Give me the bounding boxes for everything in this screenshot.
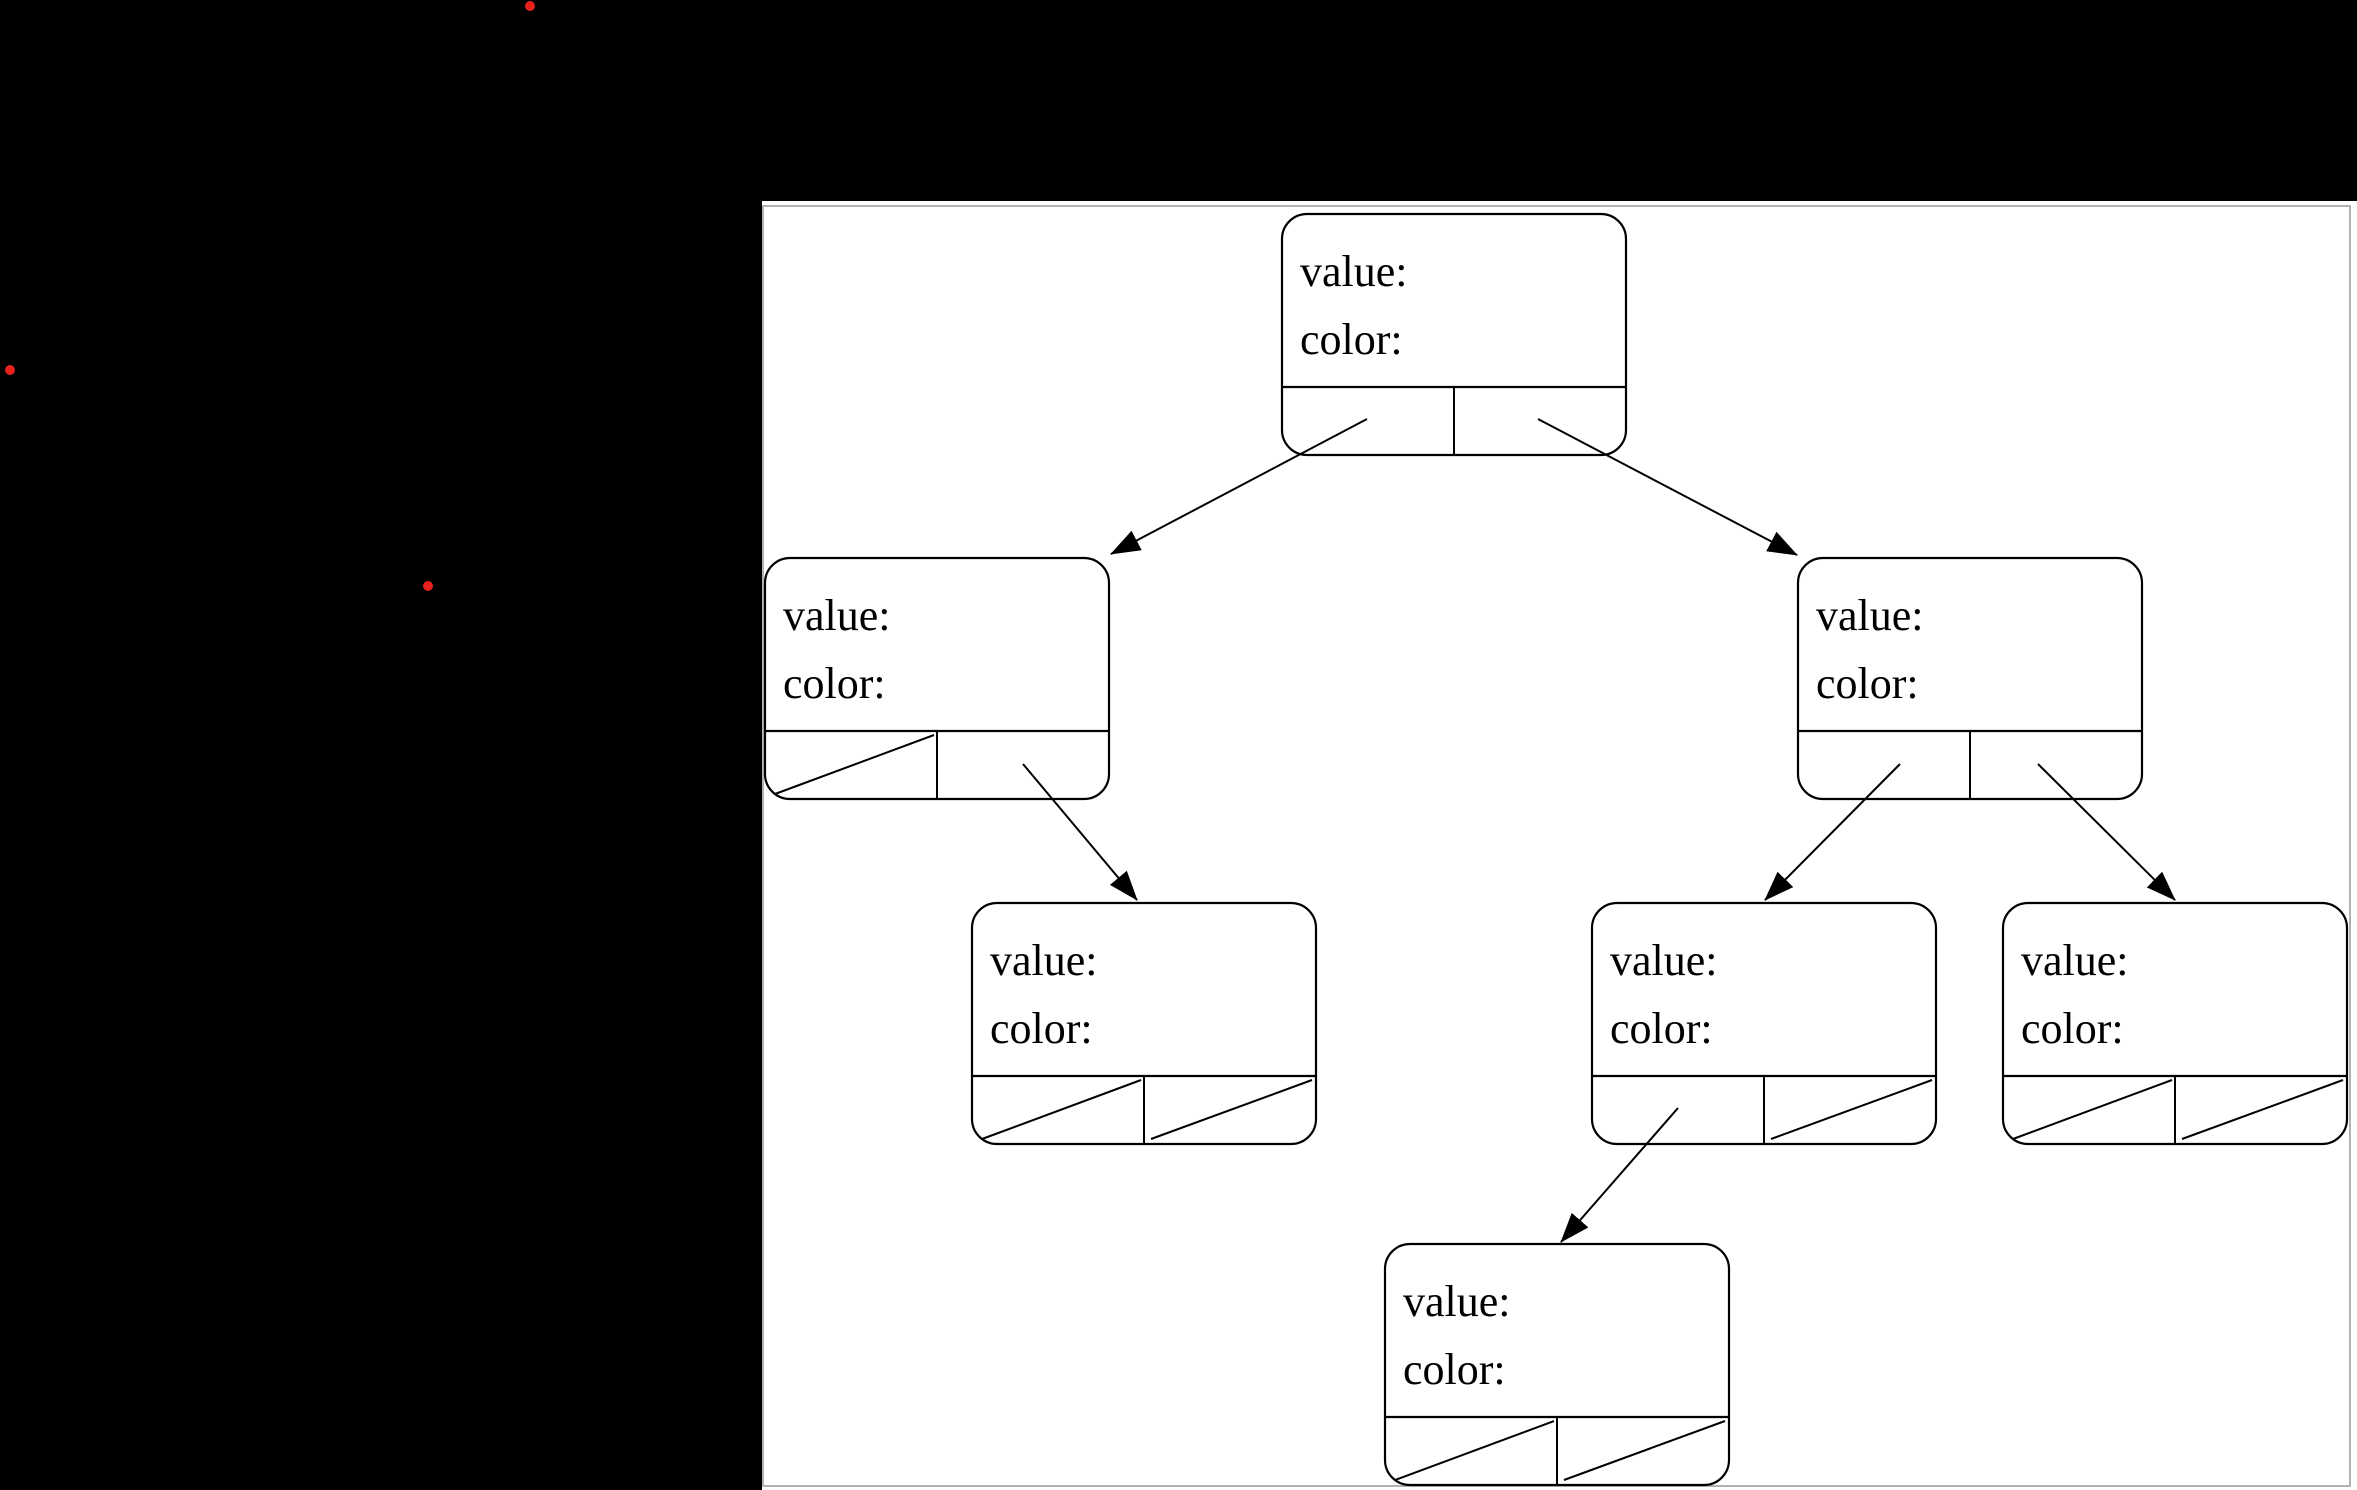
node-label-value: value:	[2021, 936, 2129, 985]
null-slash-left	[1394, 1420, 1555, 1481]
node-label-value: value:	[783, 591, 891, 640]
node-label-value: value:	[1403, 1277, 1511, 1326]
null-slash-left	[981, 1079, 1142, 1140]
null-slash-right	[1770, 1079, 1933, 1140]
node-label-value: value:	[1816, 591, 1924, 640]
node-label-color: color:	[990, 1004, 1093, 1053]
edge-root-left	[1110, 418, 1368, 555]
edge-right-to-middle	[1764, 763, 1901, 901]
null-slash-right	[1150, 1079, 1313, 1140]
diagram-panel: value:color:value:color:value:color:valu…	[762, 201, 2357, 1490]
node-root: value: color:	[1280, 212, 1628, 457]
node-bottom: value: color:	[1383, 1242, 1731, 1487]
node-label-value: value:	[990, 936, 1098, 985]
red-dot	[423, 581, 433, 591]
node-label-color: color:	[1300, 315, 1403, 364]
node-label-color: color:	[783, 659, 886, 708]
node-label-color: color:	[2021, 1004, 2124, 1053]
node-label-value: value:	[1610, 936, 1718, 985]
node-left-right-grandchild: value: color:	[970, 901, 1318, 1146]
tree-diagram: value:color:value:color:value:color:valu…	[763, 212, 2349, 1487]
node-left-child: value: color:	[763, 556, 1111, 801]
null-slash-left	[774, 734, 935, 795]
edge-root-right	[1537, 418, 1798, 556]
null-slash-left	[2012, 1079, 2173, 1140]
node-right-left-grandchild: value: color:	[1590, 901, 1938, 1146]
node-label-value: value:	[1300, 247, 1408, 296]
node-label-color: color:	[1816, 659, 1919, 708]
node-right-child: value: color:	[1796, 556, 2144, 801]
node-label-color: color:	[1610, 1004, 1713, 1053]
node-right-right-grandchild: value: color:	[2001, 901, 2349, 1146]
null-slash-right	[1563, 1420, 1726, 1481]
null-slash-right	[2181, 1079, 2344, 1140]
red-dot	[525, 1, 535, 11]
node-label-color: color:	[1403, 1345, 1506, 1394]
edge-middle-to-bottom	[1560, 1107, 1679, 1243]
edge-left-to-grandchild	[1022, 763, 1138, 901]
edge-right-to-rightgrand	[2037, 763, 2176, 901]
red-dot	[5, 365, 15, 375]
